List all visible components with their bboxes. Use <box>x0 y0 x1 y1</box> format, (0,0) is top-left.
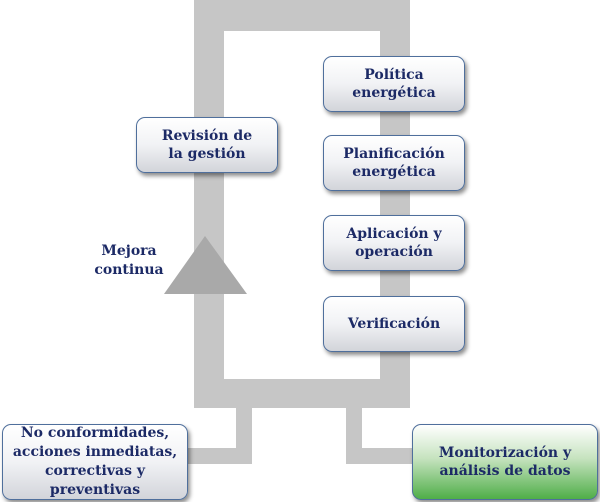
box-monitorizacion-label: Monitorización y análisis de datos <box>438 445 572 479</box>
box-politica-energetica-label: Política energética <box>352 67 436 101</box>
box-planificacion-energetica: Planificación energética <box>323 135 465 191</box>
box-no-conformidades-label: No conformidades, acciones inmediatas, c… <box>12 425 178 498</box>
box-no-conformidades: No conformidades, acciones inmediatas, c… <box>2 424 188 500</box>
track-bottom <box>194 379 410 408</box>
track-branch-left-horizontal <box>185 448 252 464</box>
box-planificacion-energetica-label: Planificación energética <box>343 146 445 180</box>
box-verificacion: Verificación <box>323 296 465 352</box>
box-politica-energetica: Política energética <box>323 56 465 112</box>
box-aplicacion-operacion: Aplicación y operación <box>323 215 465 271</box>
track-branch-right-horizontal <box>346 448 416 464</box>
box-revision-gestion-label: Revisión de la gestión <box>161 128 253 162</box>
track-top <box>194 0 410 31</box>
box-aplicacion-operacion-label: Aplicación y operación <box>346 226 442 260</box>
track-left <box>194 0 224 408</box>
label-mejora-continua: Mejora continua <box>94 243 164 278</box>
box-verificacion-label: Verificación <box>347 316 441 332</box>
box-monitorizacion: Monitorización y análisis de datos <box>412 424 598 500</box>
box-revision-gestion: Revisión de la gestión <box>136 117 278 173</box>
up-arrow-icon <box>164 236 247 294</box>
